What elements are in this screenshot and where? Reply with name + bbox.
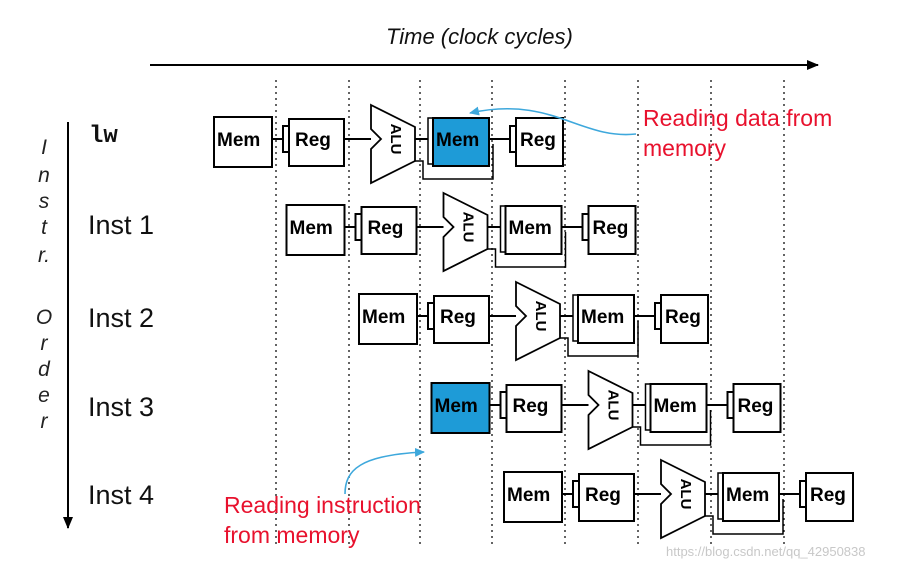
instruction-read-annotation-line1: Reading instruction [224, 492, 421, 518]
instruction-memory-label: Mem [290, 218, 333, 239]
pipeline-row-4: Mem Reg ALU Mem Reg [430, 369, 782, 451]
register-file-box [433, 295, 490, 344]
instruction-memory-box [213, 116, 273, 168]
data-read-pointer-arrow [469, 106, 637, 136]
instr-order-letter: s [38, 190, 50, 213]
alu-label: ALU [460, 212, 477, 243]
writeback-register-label: Reg [593, 218, 629, 239]
writeback-register-label: Reg [520, 130, 556, 151]
writeback-register-box [660, 294, 709, 344]
instr-order-letter: t [41, 216, 47, 239]
writeback-register-label: Reg [810, 485, 846, 506]
register-file-label: Reg [513, 396, 549, 417]
instruction-read-pointer-arrow [344, 447, 425, 495]
register-file-box [360, 206, 418, 255]
register-file-box [578, 473, 635, 522]
time-axis-title: Time (clock cycles) [386, 24, 573, 49]
instruction-read-annotation: Reading instruction from memory [224, 490, 421, 550]
data-memory-box [649, 383, 708, 433]
instruction-memory-box [430, 382, 491, 434]
data-memory-label: Mem [509, 218, 552, 239]
instruction-memory-label: Mem [435, 396, 478, 417]
instruction-memory-label: Mem [507, 485, 550, 506]
register-file-box [288, 118, 345, 167]
data-read-annotation-line2: memory [643, 135, 727, 161]
mem-bypass-wire [415, 144, 494, 180]
instr-order-letter: n [38, 164, 50, 187]
writeback-register-box [732, 383, 782, 433]
instruction-memory-box [285, 204, 346, 256]
alu-shape [442, 191, 489, 273]
writeback-register-box [587, 205, 637, 255]
instr-order-letter: I [41, 136, 47, 159]
alu-shape [515, 280, 561, 362]
data-memory-box [577, 294, 635, 344]
data-memory-box [722, 472, 780, 522]
instruction-label: Inst 1 [88, 210, 155, 240]
data-memory-box [504, 205, 563, 255]
data-memory-label: Mem [581, 307, 624, 328]
instr-order-letter: r [40, 332, 48, 355]
pipeline-row-5: Mem Reg ALU Mem Reg [503, 458, 854, 540]
writeback-register-box [515, 117, 564, 167]
instruction-label: lw [89, 123, 118, 150]
instr-order-letter: d [38, 358, 50, 381]
pipeline-row-1: Mem Reg ALU Mem Reg [213, 103, 564, 185]
data-memory-label: Mem [436, 130, 479, 151]
mem-bypass-wire [705, 499, 784, 535]
register-file-label: Reg [368, 218, 404, 239]
instruction-read-annotation-line2: from memory [224, 522, 360, 548]
data-read-annotation: Reading data from memory [643, 103, 832, 163]
writeback-register-label: Reg [665, 307, 701, 328]
instruction-label: Inst 2 [88, 303, 155, 333]
alu-label: ALU [677, 479, 694, 510]
instruction-label: Inst 3 [88, 392, 155, 422]
alu-shape [660, 458, 706, 540]
register-file-box [505, 384, 563, 433]
alu-shape [370, 103, 416, 185]
alu-shape [587, 369, 634, 451]
instr-order-letter: O [35, 306, 53, 329]
instruction-memory-label: Mem [217, 130, 260, 151]
alu-label: ALU [387, 124, 404, 155]
data-memory-label: Mem [726, 485, 769, 506]
instr-order-letter: e [38, 384, 50, 407]
watermark: https://blog.csdn.net/qq_42950838 [666, 544, 866, 559]
instr-order-letter: r [40, 410, 48, 433]
register-file-label: Reg [440, 307, 476, 328]
instruction-label: Inst 4 [88, 480, 155, 510]
alu-label: ALU [605, 390, 622, 421]
register-file-label: Reg [585, 485, 621, 506]
data-read-annotation-line1: Reading data from [643, 105, 833, 131]
register-file-label: Reg [295, 130, 331, 151]
mem-bypass-wire [487, 232, 567, 268]
pipeline-row-2: Mem Reg ALU Mem Reg [285, 191, 637, 273]
data-memory-box [432, 117, 490, 167]
instruction-memory-box [503, 471, 563, 523]
instruction-memory-box [358, 293, 418, 345]
instr-order-letter: r. [37, 244, 51, 267]
alu-label: ALU [532, 301, 549, 332]
instruction-memory-label: Mem [362, 307, 405, 328]
data-memory-label: Mem [654, 396, 697, 417]
pipeline-row-3: Mem Reg ALU Mem Reg [358, 280, 709, 362]
writeback-register-label: Reg [738, 396, 774, 417]
mem-bypass-wire [560, 321, 639, 357]
mem-bypass-wire [632, 410, 712, 446]
writeback-register-box [805, 472, 854, 522]
